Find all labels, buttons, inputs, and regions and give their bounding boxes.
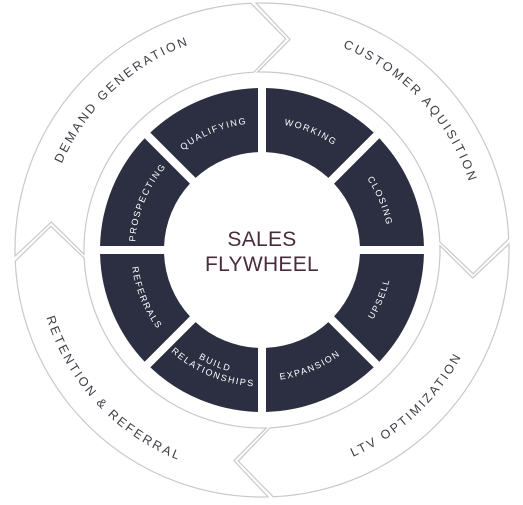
inner-segment-prospecting (100, 138, 190, 246)
center-title-line2: FLYWHEEL (205, 253, 319, 276)
inner-segment-working (266, 88, 374, 178)
center-label: SALES FLYWHEEL (205, 228, 319, 276)
inner-segment-build-relationships (150, 322, 258, 412)
inner-ring: WORKINGCLOSINGUPSELLEXPANSIONBUILDRELATI… (100, 88, 424, 412)
outer-segment-customer-aquisition (254, 2, 510, 275)
outer-segment-demand-generation (14, 2, 287, 258)
center-title-line1: SALES (227, 228, 296, 251)
outer-segment-retention-referral (14, 225, 270, 498)
inner-segment-qualifying (150, 88, 258, 178)
inner-segment-referrals (100, 254, 190, 362)
outer-segment-ltv-optimization (237, 242, 510, 498)
inner-segment-upsell (334, 254, 424, 362)
inner-segment-expansion (266, 322, 374, 412)
inner-segment-closing (334, 138, 424, 246)
